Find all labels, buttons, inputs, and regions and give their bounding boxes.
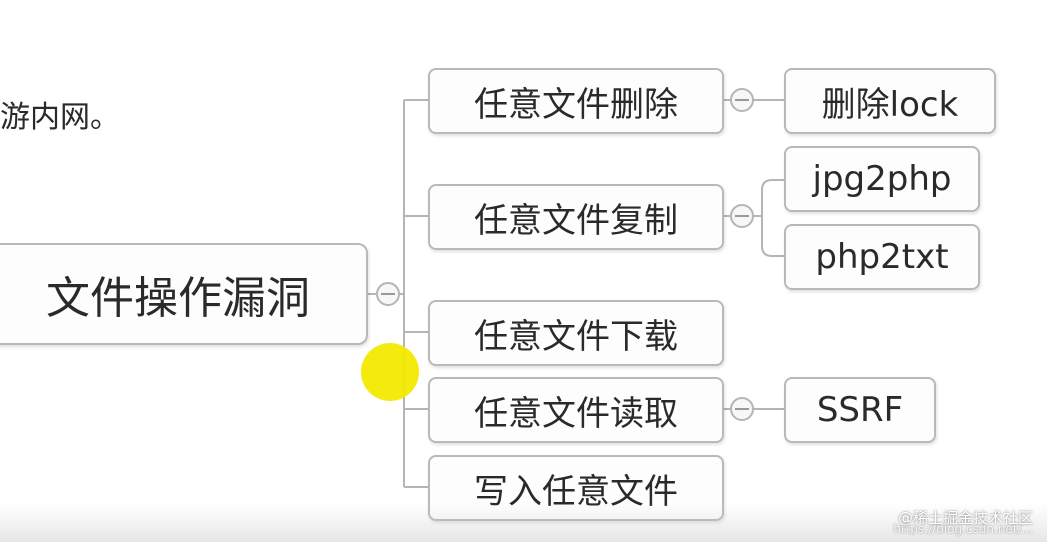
branch-node-download[interactable]: 任意文件下载 bbox=[428, 300, 724, 366]
branch-node-read[interactable]: 任意文件读取 bbox=[428, 377, 724, 443]
video-bottom-bar bbox=[0, 504, 1047, 542]
branch1-collapse-icon[interactable] bbox=[730, 88, 754, 112]
leaf-lines-copy bbox=[753, 179, 786, 257]
watermark-brand: @稀土掘金技术社区 bbox=[897, 509, 1033, 527]
branch4-collapse-icon[interactable] bbox=[730, 397, 754, 421]
branch-node-copy[interactable]: 任意文件复制 bbox=[428, 184, 724, 250]
root-node[interactable]: 文件操作漏洞 bbox=[0, 243, 368, 345]
leaf-node-php2txt[interactable]: php2txt bbox=[784, 224, 980, 290]
leaf-node-jpg2php[interactable]: jpg2php bbox=[784, 146, 980, 212]
leaf-node-delete-lock[interactable]: 删除lock bbox=[784, 68, 996, 134]
branch2-collapse-icon[interactable] bbox=[730, 204, 754, 228]
branch-node-delete[interactable]: 任意文件删除 bbox=[428, 68, 724, 134]
root-collapse-icon[interactable] bbox=[376, 282, 400, 306]
cursor-highlight bbox=[361, 343, 419, 401]
branch-node-write[interactable]: 写入任意文件 bbox=[428, 455, 724, 521]
watermark-url: https://blog.csdn.net/... bbox=[893, 522, 1033, 536]
partial-text: 游内网。 bbox=[0, 100, 120, 135]
leaf-node-ssrf[interactable]: SSRF bbox=[784, 377, 936, 443]
